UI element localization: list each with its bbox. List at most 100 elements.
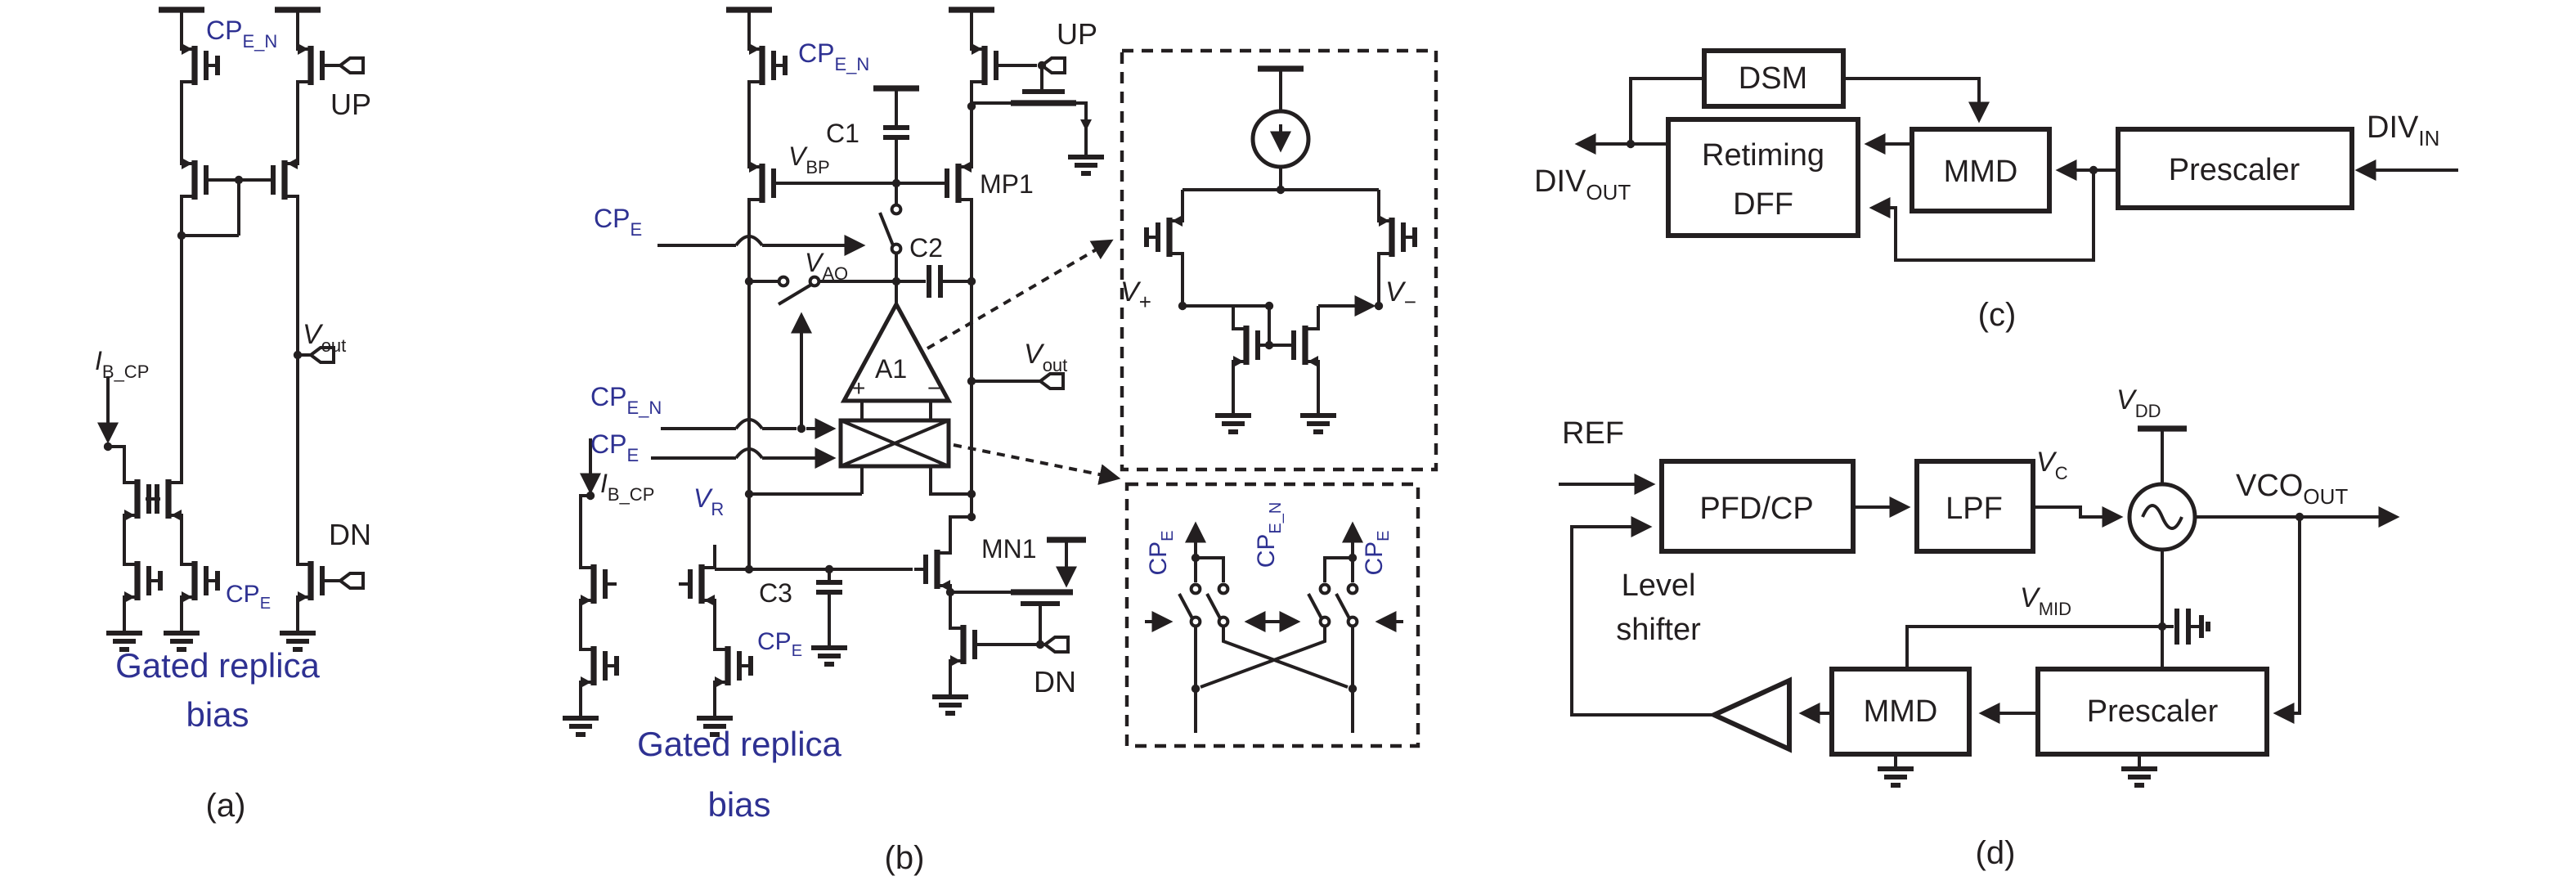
label-dn: DN (329, 518, 371, 551)
label-dn: DN (1034, 665, 1076, 699)
label-ref: REF (1562, 416, 1624, 451)
nmos-load-right (1282, 306, 1318, 384)
switch-contacts-b (777, 203, 903, 288)
pmos-bias-vbp (749, 144, 785, 222)
label-vmid: VMID (2020, 582, 2071, 619)
label-a1: A1 (875, 354, 907, 384)
ground-symbol (280, 620, 316, 649)
caption-a: (a) (206, 788, 246, 824)
label-cpen-mid: CPE_N (1253, 502, 1285, 568)
chopper-box (838, 418, 951, 469)
nmos-cpe-gate (715, 627, 751, 705)
port-vout (1039, 372, 1065, 390)
ground-symbol (2121, 756, 2157, 785)
node-dot (1626, 139, 1636, 149)
pmos-up-switch (972, 26, 1008, 105)
nmos-bias-bottom (581, 627, 617, 705)
label-cpe-bias: CPE (757, 628, 802, 660)
label-bias: bias (707, 785, 770, 824)
panel-a: CPE_N UP Vout IB_CP CPE DN Gated replica… (95, 10, 371, 824)
label-vdd: VDD (2116, 384, 2161, 421)
ground-symbol (1878, 756, 1914, 785)
port-dn (1043, 636, 1070, 654)
pmos-bias-top (749, 26, 785, 105)
mmd-label-d: MMD (1864, 694, 1938, 729)
chopper-x (840, 419, 949, 468)
prescaler-box-d (2035, 667, 2269, 757)
label-cpe-left: CPE (1145, 530, 1177, 575)
label-plus: + (852, 375, 865, 401)
label-vplus: V+ (1120, 276, 1151, 314)
retiming-label: Retiming (1702, 138, 1824, 173)
label-vbp: VBP (788, 142, 830, 177)
inset-chopper-box (1124, 482, 1420, 748)
wires-d (1559, 425, 2400, 756)
ground-symbol (1215, 402, 1251, 432)
label-gated-replica: Gated replica (637, 725, 841, 763)
pfd-cp-label: PFD/CP (1699, 492, 1813, 526)
ground-symbol-c3 (811, 635, 847, 664)
pfd-cp-box (1659, 459, 1856, 554)
label-cpe: CPE (226, 581, 271, 613)
nmos-bias-bottom (124, 541, 160, 620)
caption-d: (d) (1976, 835, 2016, 871)
label-vco-out: VCOOUT (2236, 469, 2348, 509)
ground-symbol (932, 684, 968, 713)
node-dot (2157, 622, 2167, 631)
label-up: UP (1057, 17, 1097, 51)
label-cp-en: CPE_N (206, 16, 277, 52)
inset-opamp-box (1120, 48, 1438, 472)
nmos-bias-diode (581, 545, 617, 623)
label-vminus: V− (1385, 276, 1416, 314)
prescaler-label-d: Prescaler (2087, 694, 2219, 729)
dff-label: DFF (1733, 187, 1793, 222)
label-bias: bias (186, 695, 249, 734)
nmos-dn-series (950, 605, 986, 684)
label-shifter: shifter (1616, 613, 1701, 647)
nmos-mn1 (914, 530, 950, 609)
lpf-label: LPF (1945, 492, 2003, 526)
nmos-dn-switch (298, 541, 334, 620)
wires-a (97, 10, 340, 622)
nodes-a (103, 175, 303, 451)
label-up: UP (330, 88, 371, 121)
label-cp-en-top: CPE_N (798, 38, 869, 74)
nodes-b (586, 61, 1047, 649)
label-mp1: MP1 (980, 169, 1034, 199)
node-dot (2089, 165, 2098, 175)
node-dot (2295, 512, 2304, 522)
pmos-input-vplus (1147, 198, 1183, 276)
inset-opamp: V+ V− (1120, 48, 1438, 472)
callout-arrow-chopper (953, 443, 1121, 485)
label-vc: VC (2036, 447, 2068, 483)
label-cpe-right: CPE (1361, 530, 1393, 575)
label-ib-cp: IB_CP (600, 469, 654, 505)
pmos-cascode-left (182, 141, 218, 219)
mmd-box-d (1829, 667, 1972, 757)
level-shifter-triangle (1708, 676, 1792, 753)
label-c1: C1 (826, 119, 859, 148)
label-ib-cp: IB_CP (95, 346, 149, 382)
mmd-label: MMD (1944, 155, 2018, 189)
label-vao: VAO (805, 248, 848, 284)
ground-symbol (164, 620, 200, 649)
ground-symbol (563, 705, 599, 735)
label-c2: C2 (909, 233, 943, 263)
label-mn1: MN1 (981, 534, 1037, 564)
vco-sine-icon (2141, 504, 2183, 530)
label-cpe-chopper: CPE (590, 429, 639, 465)
nmos-load-left (1233, 306, 1269, 384)
label-level: Level (1622, 568, 1696, 603)
callout-arrow-opamp (926, 239, 1114, 350)
panel-c: DSM Retiming DFF MMD Prescaler DIVOUT DI… (1534, 48, 2458, 333)
panel-d: REF PFD/CP LPF (1559, 384, 2400, 871)
ground-symbol (1300, 402, 1336, 432)
wires-b (579, 10, 1092, 707)
retiming-dff-box (1666, 117, 1860, 238)
nmos-mirror (679, 545, 715, 623)
label-vout: Vout (1024, 339, 1067, 375)
label-c3: C3 (759, 578, 792, 608)
ground-symbol (1068, 144, 1104, 173)
pmos-cascode-right (262, 141, 298, 219)
